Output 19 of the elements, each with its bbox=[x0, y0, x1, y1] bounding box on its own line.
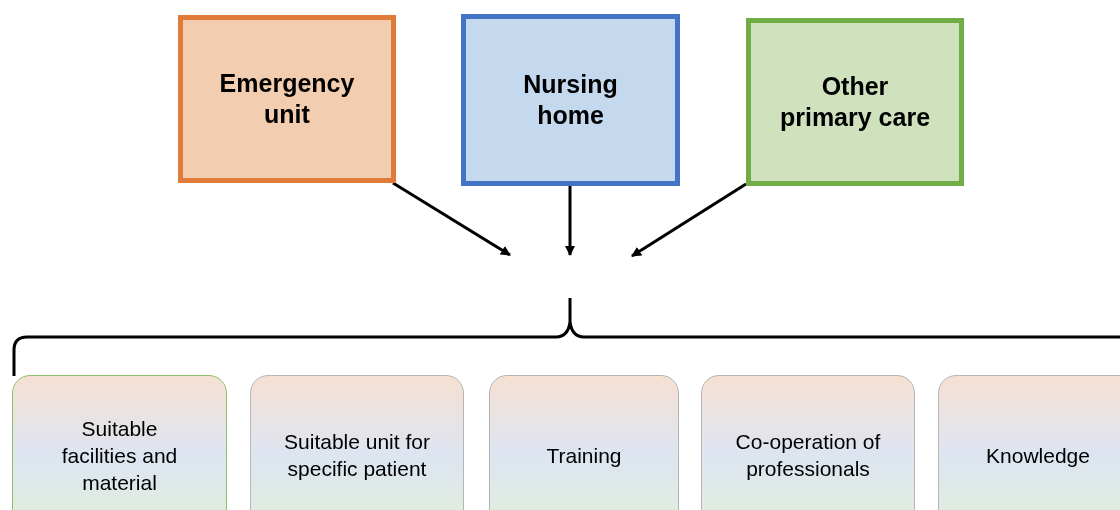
factor-box bbox=[701, 375, 915, 510]
arrow bbox=[631, 182, 747, 258]
factor-label: Knowledge bbox=[985, 442, 1091, 469]
factor-box bbox=[12, 375, 227, 510]
arrow bbox=[565, 186, 575, 256]
factor-label: Suitable facilities and material bbox=[60, 415, 179, 496]
care-setting-box bbox=[746, 18, 964, 186]
setting-label: Other primary care bbox=[778, 71, 932, 133]
care-setting-box bbox=[461, 14, 680, 186]
factor-box bbox=[938, 375, 1120, 510]
setting-label: Emergency unit bbox=[218, 68, 356, 130]
factor-box bbox=[250, 375, 464, 510]
factor-label: Training bbox=[545, 442, 623, 469]
factor-box bbox=[489, 375, 679, 510]
setting-label: Nursing home bbox=[522, 69, 619, 131]
care-setting-box bbox=[178, 15, 396, 183]
factor-label: Suitable unit for specific patient bbox=[283, 429, 431, 482]
factor-label: Co-operation of professionals bbox=[734, 429, 882, 482]
arrow bbox=[392, 181, 511, 257]
